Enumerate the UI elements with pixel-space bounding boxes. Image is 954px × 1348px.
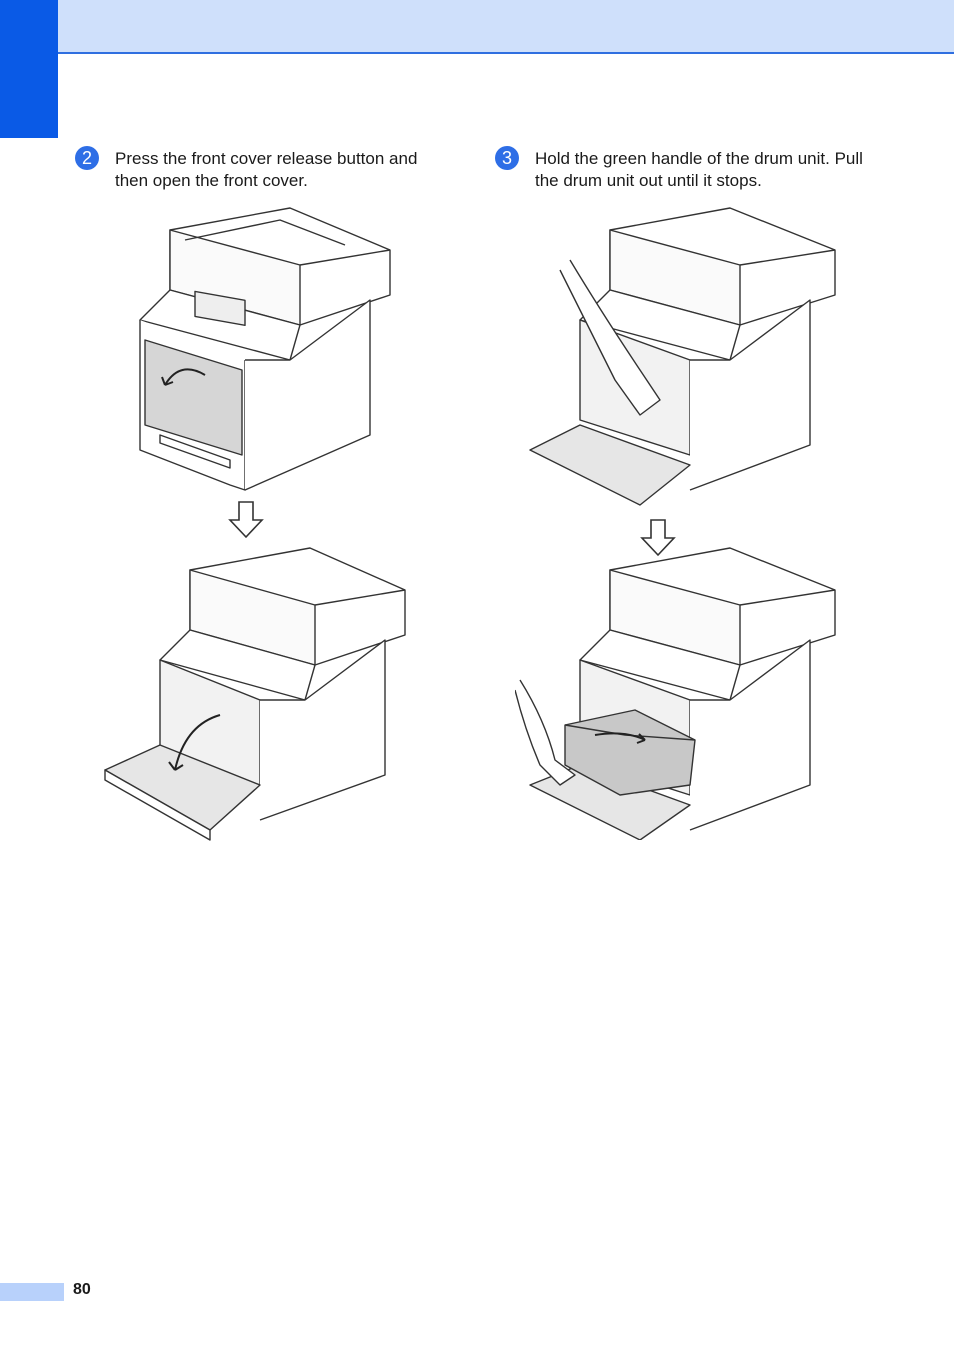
step-number-badge: 2 <box>75 146 99 170</box>
down-arrow-icon <box>228 501 264 539</box>
down-arrow-icon <box>640 519 676 557</box>
drum-pulled-out-illustration <box>515 547 836 840</box>
page-number: 80 <box>73 1281 91 1298</box>
step-number-badge: 3 <box>495 146 519 170</box>
drum-handle-illustration <box>529 207 836 506</box>
page-number-tab <box>0 1283 64 1301</box>
header-band <box>58 0 954 54</box>
step-instruction: Hold the green handle of the drum unit. … <box>535 149 863 190</box>
chapter-tab <box>0 0 58 138</box>
step-instruction: Press the front cover release button and… <box>115 149 418 190</box>
printer-closed-illustration <box>139 207 391 491</box>
printer-cover-open-illustration <box>104 547 406 841</box>
